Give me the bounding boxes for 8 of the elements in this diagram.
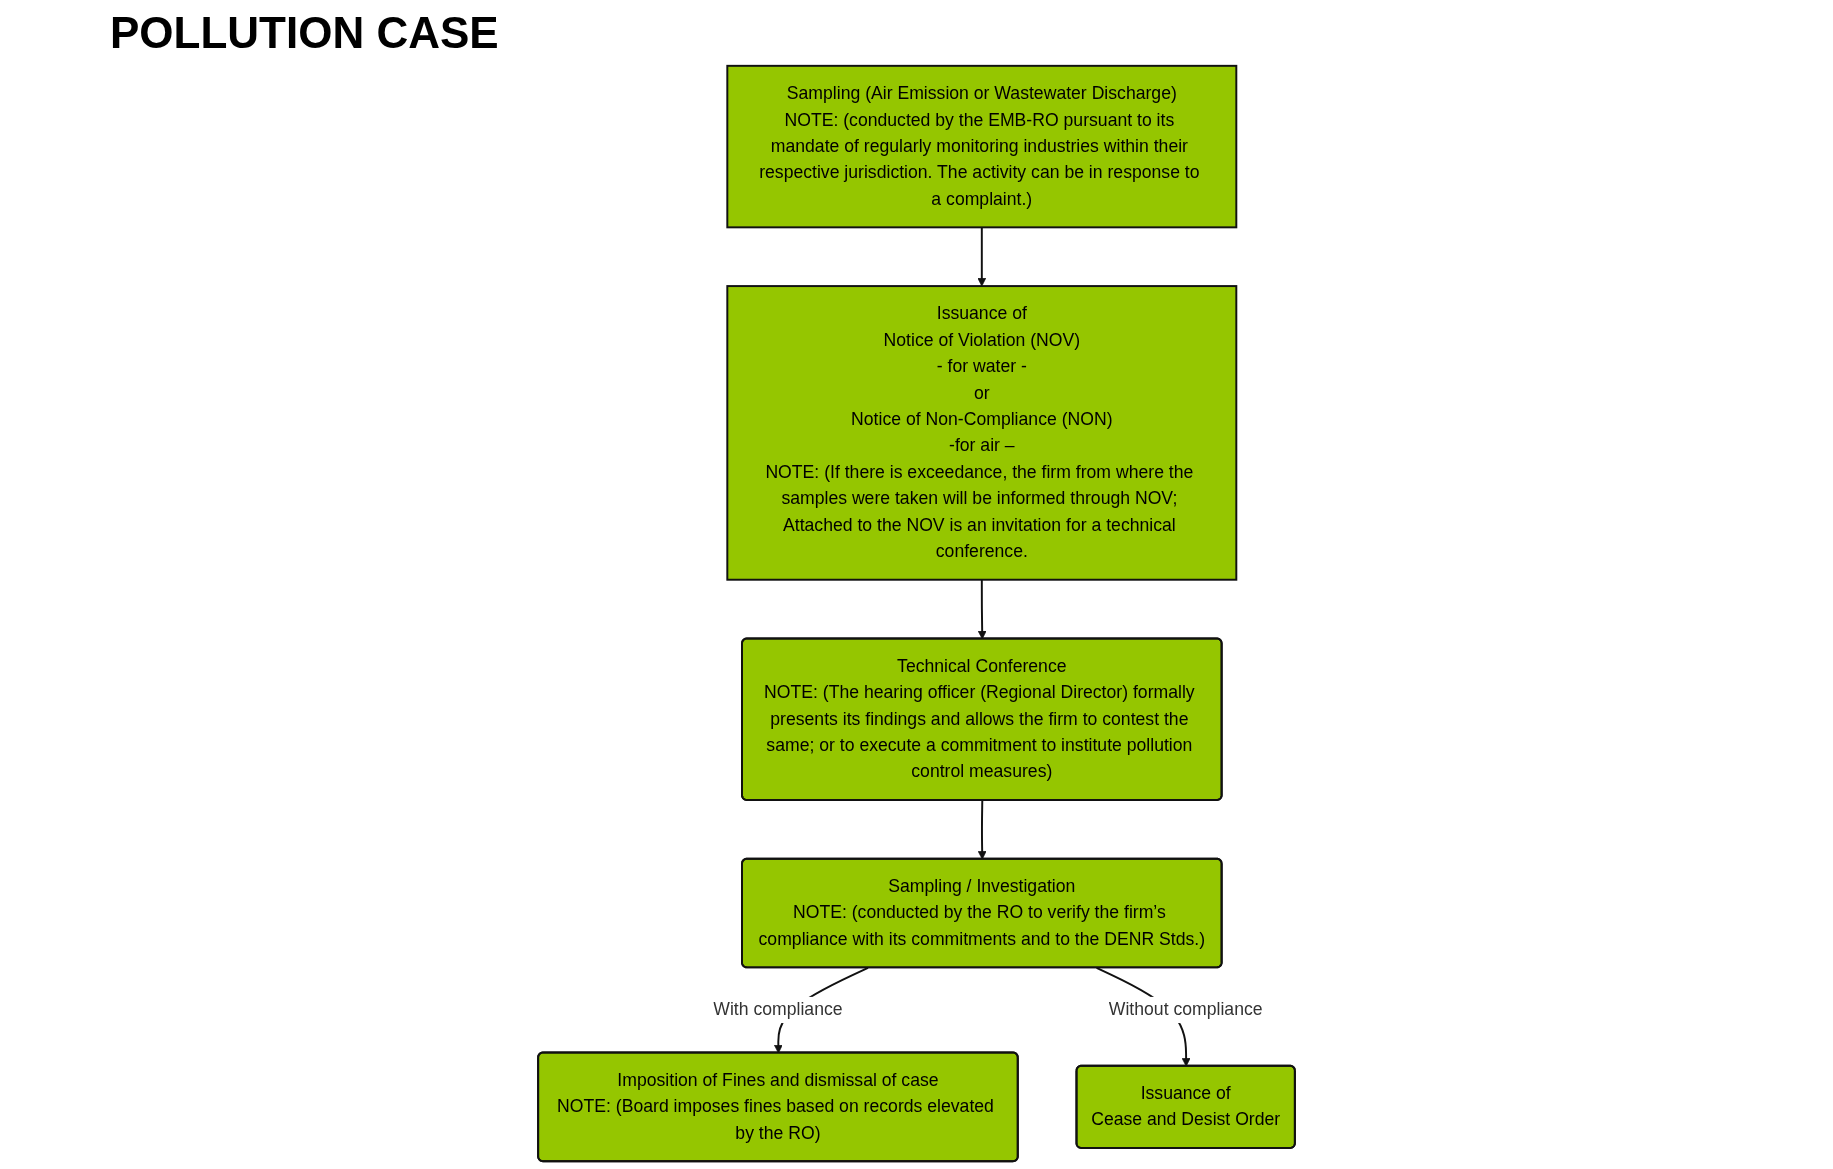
edge-label: With compliance — [713, 999, 843, 1020]
arrow — [977, 578, 987, 640]
edge-label: Without compliance — [1108, 999, 1263, 1020]
node-box: Sampling (Air Emission or Wastewater Discharge) NOTE: (conducted by the EMB-RO pursuant to its mandate of regularly monitoring industries within their respective jurisdiction. The activity can be in response to a complaint.) — [726, 64, 1238, 229]
arrow — [977, 799, 987, 860]
arrow — [977, 226, 987, 287]
node-box: Issuance of Notice of Violation (NOV) - for water - or Notice of Non-Compliance (NON) -for air – NOTE: (If there is exceedance, the firm from where the samples were taken will be informed through NOV; Attached to the NOV is an invitation for a technical conference. — [726, 285, 1238, 581]
diagram-title: POLLUTION CASE — [110, 8, 500, 58]
